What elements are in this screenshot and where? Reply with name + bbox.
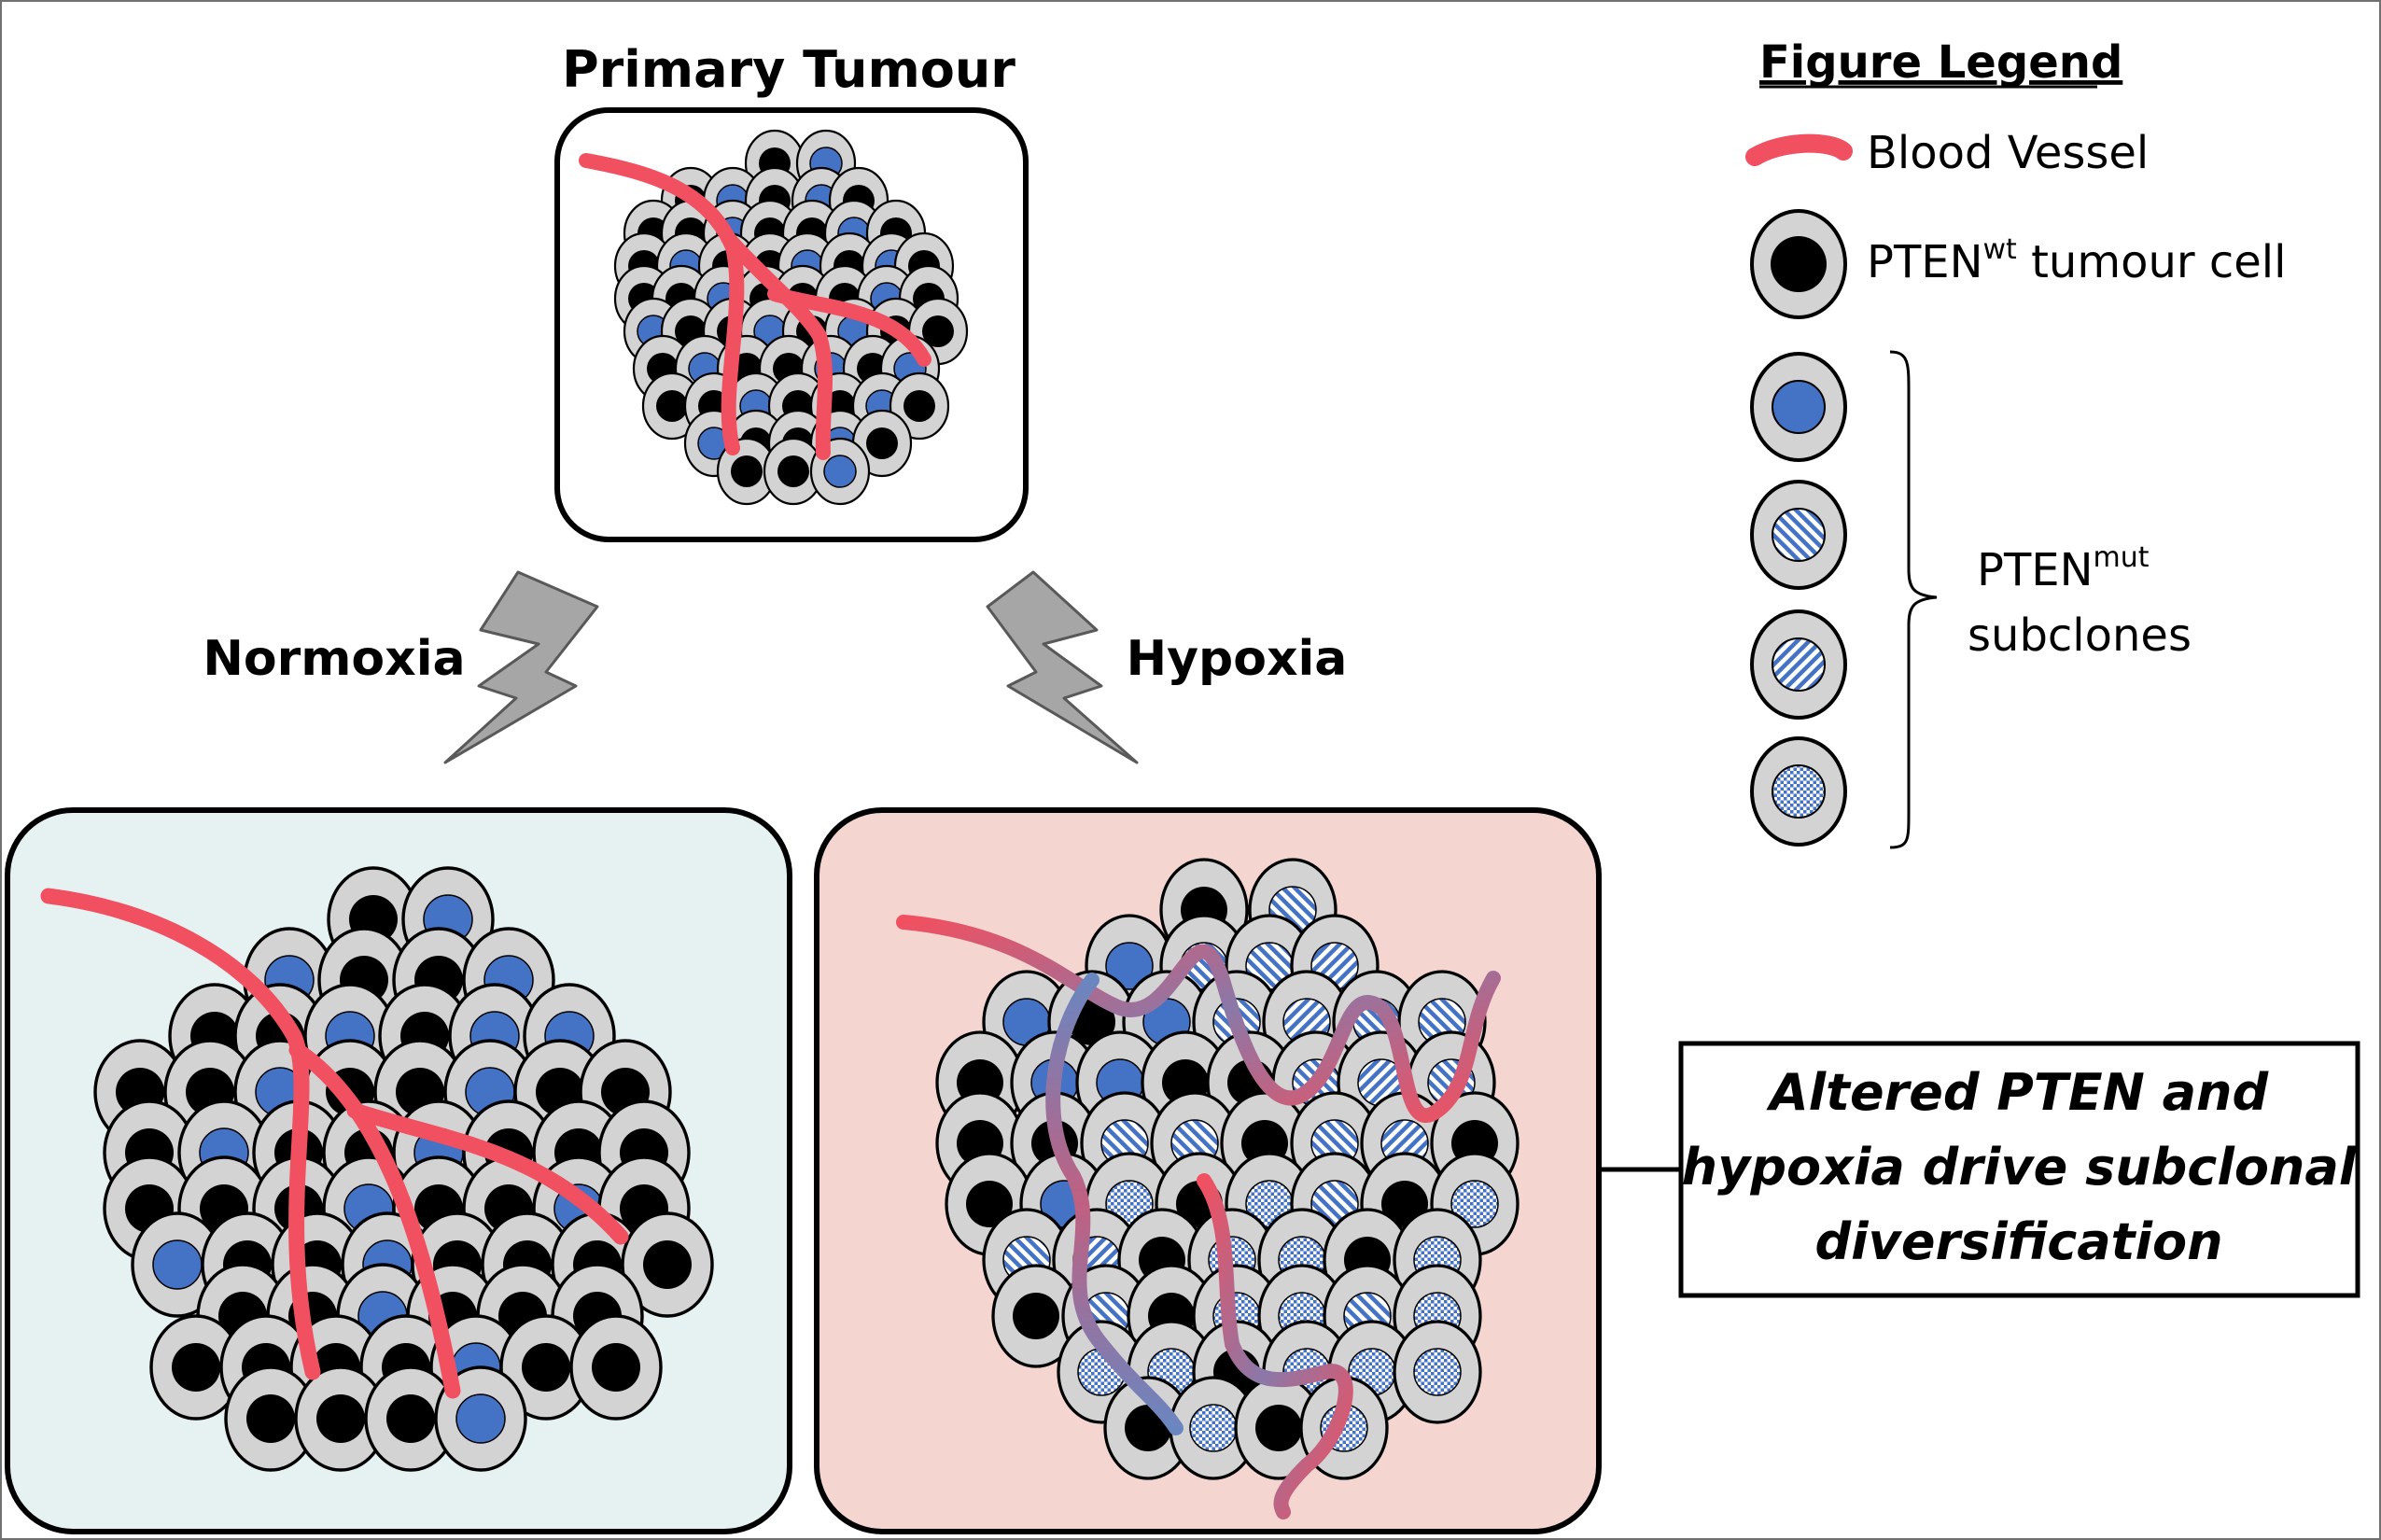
- hypoxia-tumour-cells: [935, 858, 1520, 1480]
- hypoxia-lightning-arrow: [986, 570, 1139, 764]
- primary-blood-vessel: [579, 153, 931, 460]
- wt-nucleus: [592, 1343, 640, 1392]
- legend-mut-cell-solid: [1750, 352, 1847, 462]
- wt-nucleus: [316, 1394, 365, 1443]
- outcome-line-3: diversification: [1814, 1212, 2222, 1271]
- legend-mut-subclones-label: subclones: [1968, 609, 2192, 662]
- wt-nucleus: [522, 1343, 570, 1392]
- wt-nucleus: [246, 1394, 295, 1443]
- legend-mut-label: PTENmut: [1977, 541, 2150, 596]
- wt-nucleus: [1013, 1293, 1059, 1339]
- legend-mut-cell-striped-a: [1750, 480, 1847, 590]
- hypoxia-blood-vessels: [896, 915, 1501, 1519]
- mut-nucleus: [1189, 1404, 1238, 1452]
- mut-nucleus: [1105, 942, 1154, 990]
- wt-nucleus: [903, 390, 935, 422]
- wt-nucleus: [172, 1343, 220, 1392]
- normoxia-lightning-arrow: [443, 570, 599, 764]
- hypoxia-label: Hypoxia: [1127, 631, 1348, 687]
- normoxia-label: Normoxia: [203, 631, 465, 687]
- legend-wt-label: PTENwt tumour cell: [1867, 233, 2286, 288]
- wt-nucleus: [866, 427, 898, 459]
- outcome-line-1: Altered PTEN and: [1766, 1063, 2270, 1122]
- legend-wt-cell: [1750, 209, 1847, 319]
- wt-nucleus: [966, 1181, 1013, 1227]
- mut-nucleus: [823, 455, 857, 488]
- legend-subclone-brace: [1889, 350, 1938, 849]
- wt-nucleus: [922, 315, 954, 347]
- mut-nucleus: [152, 1239, 203, 1290]
- wt-nucleus: [731, 455, 763, 487]
- primary-tumour-title: Primary Tumour: [562, 40, 1015, 99]
- mut-nucleus: [1413, 1348, 1462, 1396]
- legend-blood-vessel-label: Blood Vessel: [1867, 127, 2149, 179]
- wt-nucleus: [656, 390, 688, 422]
- mut-nucleus: [455, 1393, 506, 1444]
- wt-nucleus: [777, 455, 809, 487]
- mut-nucleus: [1450, 1180, 1499, 1228]
- wt-nucleus: [1255, 1405, 1302, 1451]
- wt-nucleus: [386, 1394, 435, 1443]
- outcome-box: [1678, 1041, 2360, 1298]
- legend-title: Figure Legend: [1759, 36, 2122, 89]
- legend-mut-cell-striped-b: [1750, 609, 1847, 720]
- normoxia-blood-vessel: [40, 888, 629, 1399]
- legend-blood-vessel-swatch: [1745, 133, 1853, 166]
- wt-nucleus: [643, 1240, 692, 1289]
- outcome-line-2: hypoxia drive subclonal: [1682, 1138, 2358, 1197]
- legend-mut-cell-checkered: [1750, 736, 1847, 847]
